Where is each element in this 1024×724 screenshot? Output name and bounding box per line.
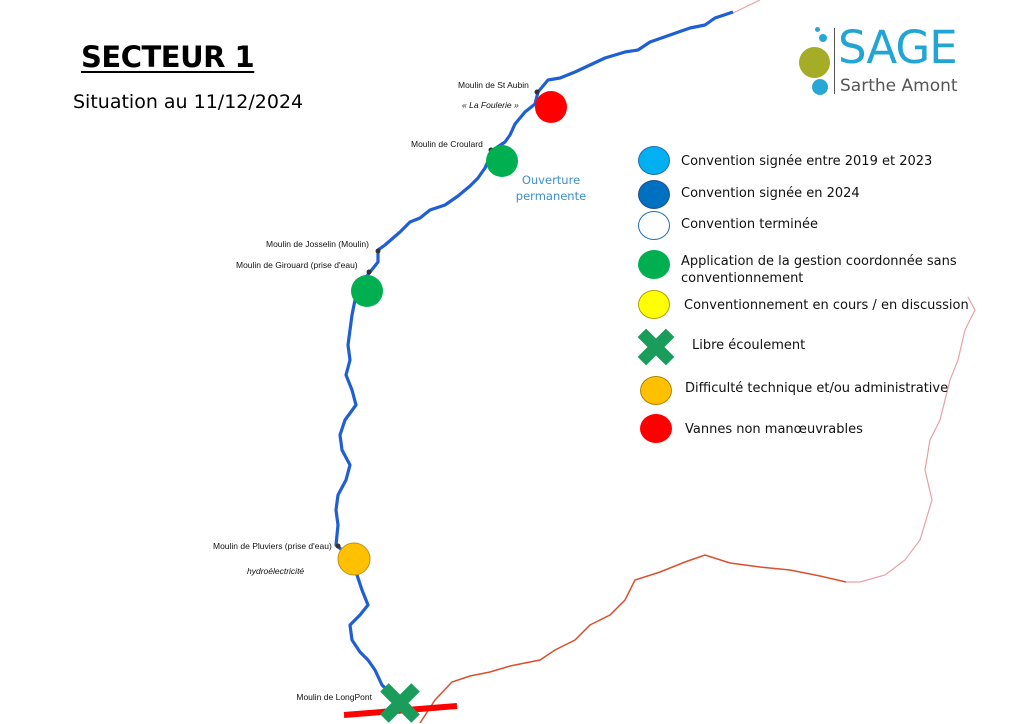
logo-dot (819, 34, 827, 42)
mill-dot-pluviers (335, 543, 341, 549)
legend-swatch-white (638, 211, 670, 240)
logo-dot (812, 79, 828, 95)
mill-label-longpont: Moulin de LongPont (296, 692, 372, 702)
status-marker-orange[interactable] (337, 542, 371, 576)
legend-label: Convention terminée (681, 217, 818, 232)
mill-dot-josselin (375, 248, 381, 254)
logo-dot (799, 47, 830, 78)
status-marker-cross[interactable] (379, 682, 421, 724)
mill-label-pluviers: Moulin de Pluviers (prise d'eau) (213, 541, 332, 551)
mill-dot-girouard (366, 269, 372, 275)
logo-divider (834, 28, 835, 94)
legend-label: Difficulté technique et/ou administrativ… (685, 381, 949, 396)
sage-logo: SAGE Sarthe Amont (798, 21, 968, 98)
legend-swatch-yellow (638, 290, 670, 319)
mill-dot-st-aubin (534, 89, 540, 95)
mill-label-croulard: Moulin de Croulard (411, 139, 483, 149)
status-marker-red[interactable] (535, 91, 567, 123)
page-title: SECTEUR 1 (81, 40, 255, 74)
status-marker-green[interactable] (486, 145, 518, 177)
legend-swatch-green (638, 250, 670, 279)
mill-label-st-aubin: Moulin de St Aubin (458, 80, 529, 90)
legend-label: Libre écoulement (692, 338, 806, 353)
legend-swatch-blue (638, 180, 670, 209)
logo-name: SAGE (838, 21, 958, 74)
logo-dot (815, 27, 820, 32)
legend-swatch-red (640, 414, 672, 443)
legend-label-text: Application de la gestion coordonnée san… (681, 254, 957, 286)
mill-note-croulard: Ouverture permanente (508, 172, 594, 204)
mill-label-girouard: Moulin de Girouard (prise d'eau) (236, 260, 358, 270)
legend-swatch-light-blue (638, 146, 670, 175)
sector-boundary-red (419, 554, 847, 723)
legend-label: Conventionnement en cours / en discussio… (684, 298, 969, 313)
logo-tagline: Sarthe Amont (840, 76, 958, 96)
legend-label: Vannes non manœuvrables (685, 422, 863, 437)
legend-label: Convention signée entre 2019 et 2023 (681, 154, 933, 169)
status-marker-green[interactable] (351, 275, 383, 307)
legend-label: Application de la gestion coordonnée san… (681, 253, 961, 287)
mill-label-josselin: Moulin de Josselin (Moulin) (266, 239, 369, 249)
legend-label: Convention signée en 2024 (681, 186, 860, 201)
legend-swatch-cross (637, 328, 675, 366)
mill-note-st-aubin: « La Foulerie » (462, 100, 519, 110)
page-subtitle: Situation au 11/12/2024 (73, 91, 304, 113)
legend-swatch-orange (640, 376, 672, 405)
mill-note-pluviers: hydroélectricité (247, 566, 305, 576)
note-text: Ouverture permanente (515, 173, 587, 203)
sector-boundary-pink (732, 0, 976, 583)
